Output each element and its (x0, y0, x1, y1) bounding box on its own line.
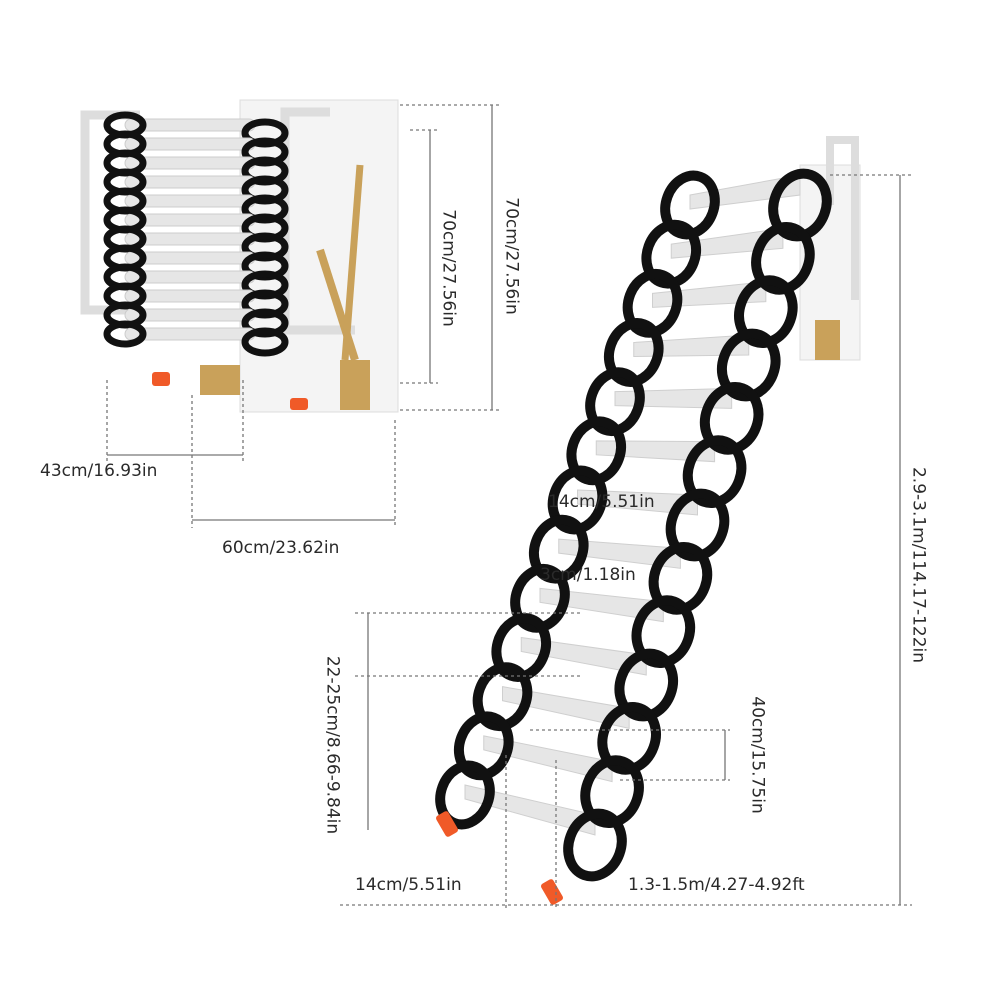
chain-link (622, 268, 683, 338)
horizontal-reach-label: 1.3-1.5m/4.27-4.92ft (628, 875, 805, 895)
brass-bracket (340, 360, 370, 410)
folded-depth-label: 43cm/16.93in (40, 461, 158, 481)
step (502, 686, 630, 729)
chain-link (580, 755, 644, 829)
chain-link (648, 541, 713, 615)
chain-link (566, 416, 627, 486)
folded-height-outer-label: 70cm/27.56in (501, 197, 522, 315)
step (520, 636, 647, 676)
chain-link (682, 435, 747, 509)
folded-ladder (80, 99, 399, 413)
folded-width-label: 60cm/23.62in (222, 538, 340, 558)
handle (826, 136, 859, 300)
chain-link (768, 168, 832, 242)
chain-link (734, 275, 798, 349)
step-thickness-label: 3cm/1.18in (540, 565, 636, 585)
step-depth-bottom-label: 14cm/5.51in (355, 875, 462, 895)
step (483, 735, 613, 783)
dimension-lines (106, 104, 912, 910)
chain-link (631, 595, 696, 669)
chain-link (510, 563, 570, 633)
folded-link (241, 327, 289, 357)
folded-link (103, 320, 147, 348)
step-depth-top-label: 14cm/5.51in (548, 492, 655, 512)
chain-link (547, 465, 608, 535)
step (539, 587, 664, 623)
step-width-label: 40cm/15.75in (747, 696, 768, 814)
step (464, 784, 596, 836)
chain-link (435, 760, 495, 830)
chain-link (641, 219, 702, 289)
chain-link (472, 662, 533, 732)
chain-link (660, 170, 720, 240)
chain-link (453, 711, 514, 781)
foot-cap (290, 398, 308, 410)
extended-ladder (435, 136, 861, 905)
brass-strut (341, 164, 364, 361)
step (558, 538, 681, 569)
chain-link (665, 488, 730, 562)
brass-bracket (200, 365, 240, 395)
chain-link (751, 221, 815, 295)
foot-cap (152, 372, 170, 386)
chain-link (528, 514, 589, 584)
step-spacing-label: 22-25cm/8.66-9.84in (322, 655, 343, 835)
folded-height-inner-label: 70cm/27.56in (438, 209, 459, 327)
step (577, 489, 698, 516)
total-height-label: 2.9-3.1m/114.17-122in (908, 466, 929, 664)
chain-link (603, 318, 664, 387)
chain-link (491, 613, 552, 682)
chain-link (699, 381, 764, 455)
foot-cap (436, 811, 458, 837)
chain-link (614, 648, 679, 722)
brass-bracket (815, 320, 840, 360)
foot-cap (541, 879, 563, 905)
chain-link (716, 328, 781, 402)
chain-link (563, 808, 627, 882)
chain-link (585, 367, 645, 437)
